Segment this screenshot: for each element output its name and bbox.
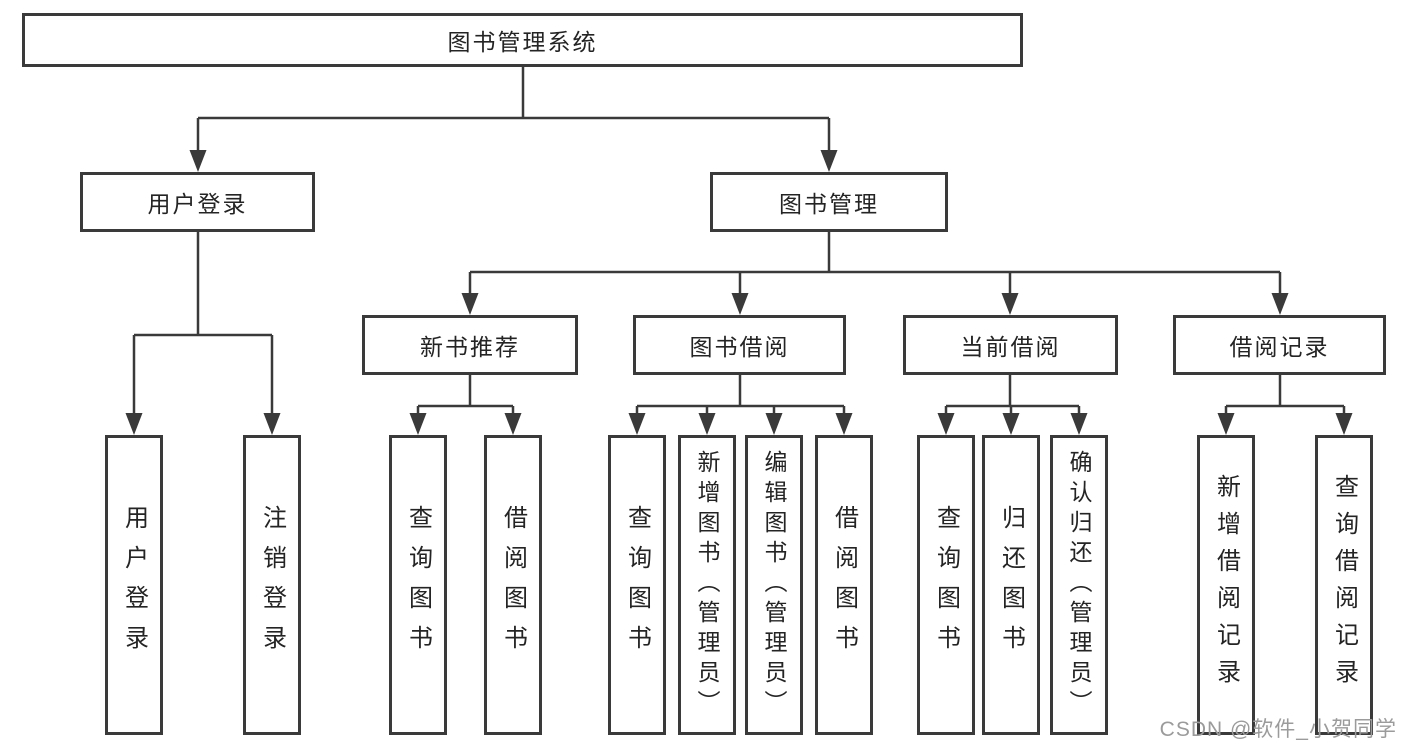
leaf-query-books-recommend: 查询图书 xyxy=(389,435,447,735)
leaf-return-books: 归还图书 xyxy=(982,435,1040,735)
node-book-management: 图书管理 xyxy=(710,172,948,232)
leaf-query-books-borrow: 查询图书 xyxy=(608,435,666,735)
connector-user-login xyxy=(132,230,274,418)
leaf-add-borrow-record: 新增借阅记录 xyxy=(1197,435,1255,735)
leaf-borrow-books: 借阅图书 xyxy=(815,435,873,735)
leaf-edit-books-admin: 编辑图书（管理员） xyxy=(745,435,803,735)
leaf-query-books-current: 查询图书 xyxy=(917,435,975,735)
node-new-book-recommend: 新书推荐 xyxy=(362,315,578,375)
leaf-confirm-return-admin: 确认归还（管理员） xyxy=(1050,435,1108,735)
node-borrow-records: 借阅记录 xyxy=(1173,315,1386,375)
node-current-borrow: 当前借阅 xyxy=(903,315,1118,375)
connector-borrow-records xyxy=(1224,373,1346,418)
leaf-logout: 注销登录 xyxy=(243,435,301,735)
node-user-login-group: 用户登录 xyxy=(80,172,315,232)
connector-new-book-recommend xyxy=(416,373,515,418)
csdn-watermark: CSDN @软件_小贺同学 xyxy=(1159,718,1397,741)
connector-current-borrow xyxy=(944,373,1081,418)
node-book-borrow: 图书借阅 xyxy=(633,315,846,375)
node-root-system: 图书管理系统 xyxy=(22,13,1023,67)
connector-root xyxy=(196,65,831,155)
connector-book-management xyxy=(468,230,1282,298)
leaf-user-login: 用户登录 xyxy=(105,435,163,735)
arrowheads xyxy=(125,150,1353,435)
leaf-query-borrow-record: 查询借阅记录 xyxy=(1315,435,1373,735)
leaf-add-books-admin: 新增图书（管理员） xyxy=(678,435,736,735)
connector-book-borrow xyxy=(635,373,846,418)
leaf-borrow-books-recommend: 借阅图书 xyxy=(484,435,542,735)
